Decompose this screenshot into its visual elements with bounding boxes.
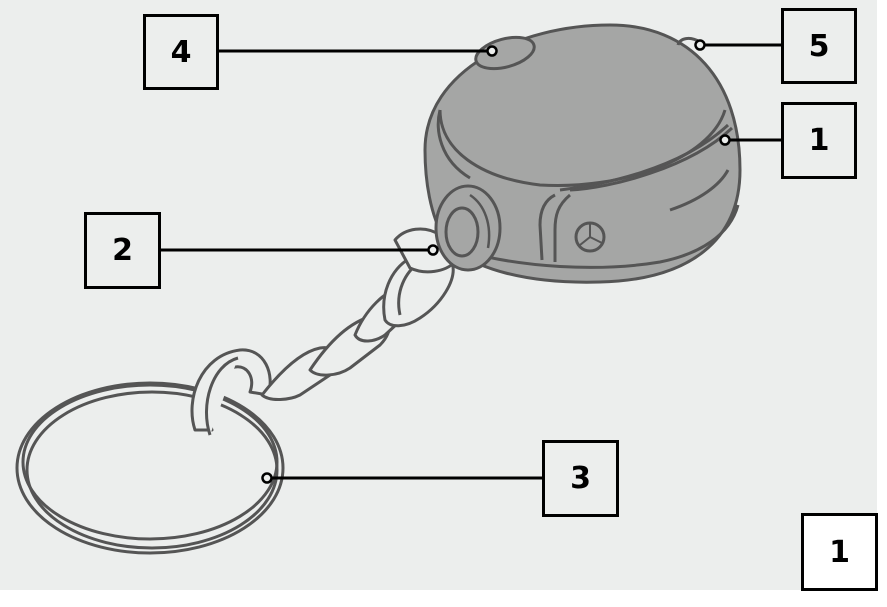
callout-label-5: 5: [781, 8, 857, 84]
leader-dots: [261, 39, 731, 484]
leader-lines: [160, 43, 781, 480]
key-ring: [15, 381, 285, 555]
callout-label-4: 4: [143, 14, 219, 90]
device-housing: [423, 23, 742, 284]
figure-number-box: 1: [801, 513, 878, 591]
callout-label-2: 2: [84, 212, 161, 289]
callout-label-1: 1: [781, 102, 857, 179]
chain: [190, 227, 457, 436]
callout-label-3: 3: [542, 440, 619, 517]
